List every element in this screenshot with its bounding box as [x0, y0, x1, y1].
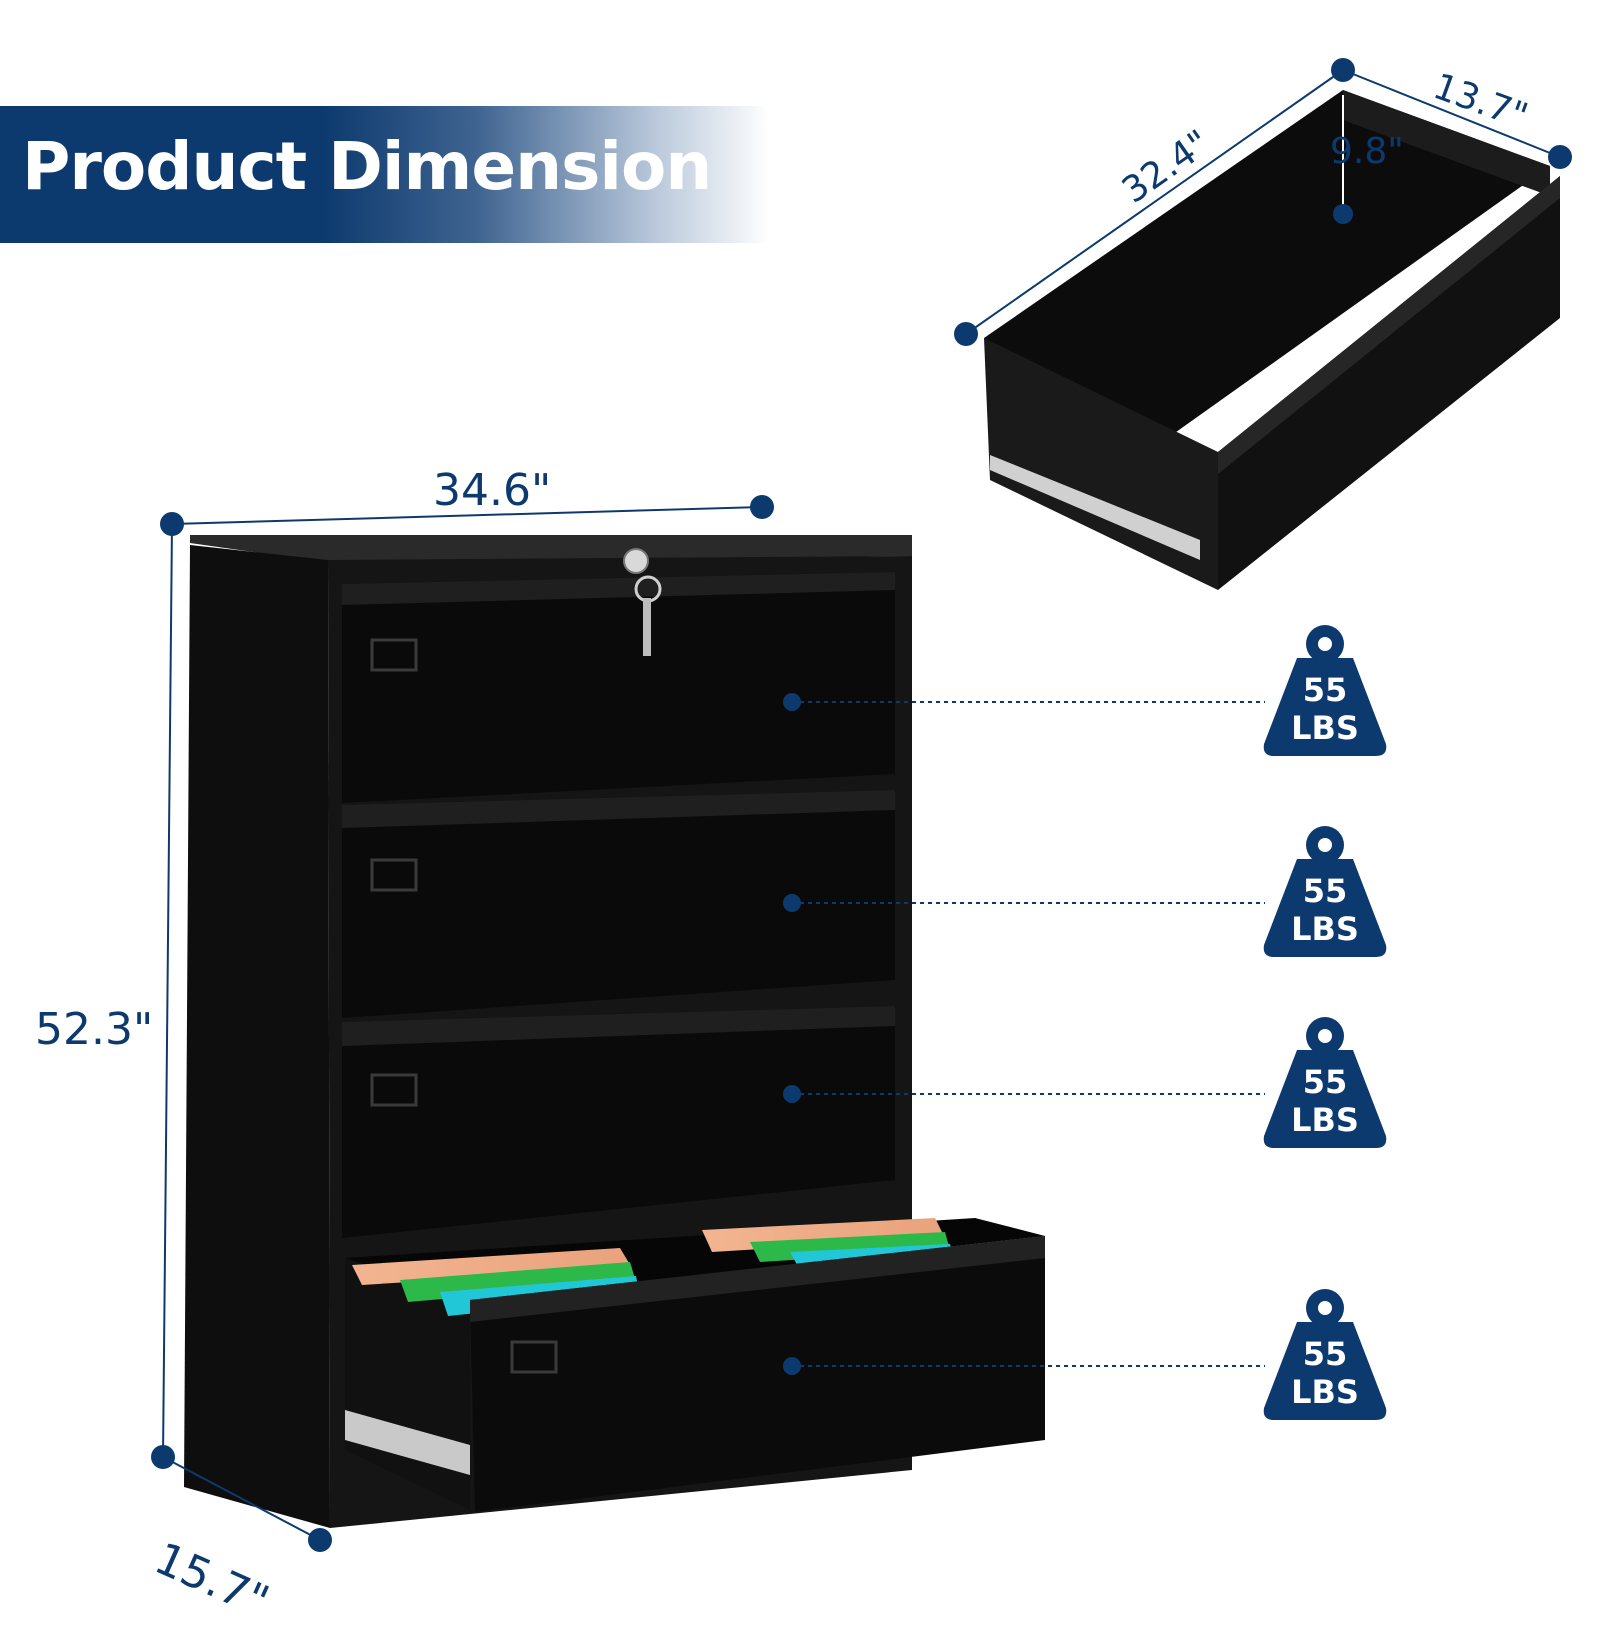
drawer-2-handle	[370, 858, 418, 892]
filing-cabinet	[184, 535, 1045, 1528]
depth-dimension-line	[162, 1456, 321, 1541]
drawer-3-lip	[342, 1006, 895, 1046]
cabinet-top	[190, 535, 912, 562]
height-dimension-line	[162, 523, 173, 1458]
weight-icon	[1263, 1289, 1387, 1420]
dimension-dot	[750, 495, 774, 519]
dimension-dot	[1548, 145, 1572, 169]
drawer-length-dimension-line	[965, 69, 1344, 335]
weight-badge-4: 55 LBS	[1262, 1288, 1388, 1420]
weight-unit: LBS	[1291, 910, 1359, 948]
cabinet-side	[184, 545, 330, 1528]
weight-unit: LBS	[1291, 1373, 1359, 1411]
width-dimension-line	[171, 506, 763, 525]
single-drawer-rail	[990, 455, 1200, 560]
capacity-dot	[783, 693, 801, 711]
page-title: Product Dimension	[22, 128, 712, 205]
title-banner	[0, 106, 770, 243]
drawer-1-lip	[342, 572, 895, 605]
drawer-1	[342, 572, 895, 803]
capacity-dot	[783, 894, 801, 912]
drawer-1-handle	[370, 638, 418, 672]
drawer-height-label: 9.8"	[1330, 131, 1404, 172]
capacity-dot	[783, 1357, 801, 1375]
drawer-2-lip	[342, 790, 895, 828]
drawer-4-handle	[510, 1340, 558, 1374]
drawer-3	[342, 1006, 895, 1238]
single-drawer	[984, 90, 1560, 590]
weight-icon	[1263, 826, 1387, 957]
single-drawer-front	[1218, 176, 1560, 590]
drawer-width-dimension-line	[1342, 69, 1561, 158]
open-drawer	[345, 1218, 1045, 1512]
weight-icon	[1263, 1017, 1387, 1148]
open-drawer-lip	[470, 1236, 1045, 1322]
cabinet-height-label: 52.3"	[35, 1004, 154, 1055]
dimension-dot	[308, 1528, 332, 1552]
lock-icon	[623, 548, 662, 603]
weight-value: 55	[1302, 671, 1348, 709]
drawer-2	[342, 790, 895, 1018]
drawer-slide-rail	[345, 1410, 470, 1475]
key-icon	[643, 598, 651, 656]
cabinet-width-label: 34.6"	[433, 465, 552, 516]
weight-badge-2: 55 LBS	[1262, 825, 1388, 957]
weight-unit: LBS	[1291, 709, 1359, 747]
drawer-3-handle	[370, 1073, 418, 1107]
weight-icon	[1263, 625, 1387, 756]
weight-value: 55	[1302, 1335, 1348, 1373]
weight-value: 55	[1302, 872, 1348, 910]
dimension-dot	[954, 322, 978, 346]
weight-value: 55	[1302, 1063, 1348, 1101]
capacity-dot	[783, 1085, 801, 1103]
weight-badge-3: 55 LBS	[1262, 1016, 1388, 1148]
dimension-dot	[1333, 204, 1353, 224]
weight-badge-1: 55 LBS	[1262, 624, 1388, 756]
weight-unit: LBS	[1291, 1101, 1359, 1139]
single-drawer-interior	[984, 90, 1550, 452]
